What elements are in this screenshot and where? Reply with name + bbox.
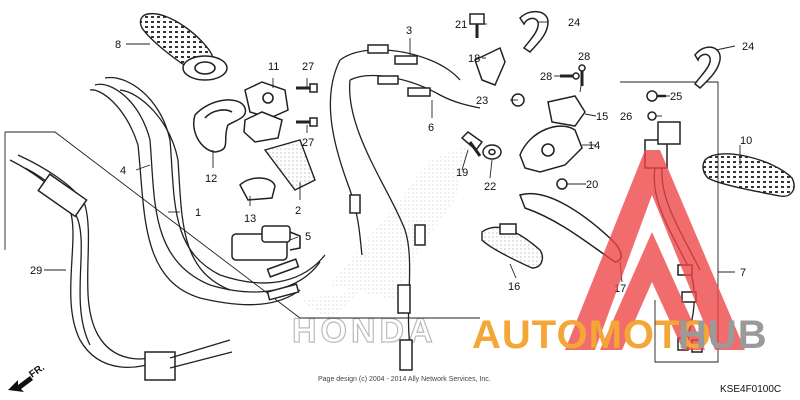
screw-28-a	[560, 72, 580, 80]
front-direction-arrow: FR.	[8, 362, 47, 392]
perch-16	[481, 223, 544, 269]
bolt-20	[469, 13, 485, 38]
part-label-3: 4	[120, 165, 126, 177]
switch-5	[231, 225, 301, 261]
part-label-22: 22	[484, 181, 496, 193]
part-label-8: 8	[115, 39, 121, 51]
part-label-1: 1	[195, 207, 201, 219]
part-label-28-a: 28	[540, 71, 552, 83]
part-label-29: 29	[30, 265, 42, 277]
part-label-21: 20	[586, 179, 598, 191]
screw-25	[646, 90, 666, 102]
honda-wing-logo	[300, 145, 470, 320]
part-label-28-b: 28	[578, 51, 590, 63]
cable-4-6	[329, 44, 481, 371]
watermark-triangle	[565, 150, 745, 350]
part-label-26: 26	[620, 111, 632, 123]
part-label-24-a: 24	[568, 17, 580, 29]
cover-2	[263, 139, 316, 191]
part-label-12: 12	[205, 173, 217, 185]
part-label-25: 25	[670, 91, 682, 103]
throttle-housing-12	[193, 99, 247, 153]
part-label-14: 14	[588, 140, 600, 152]
watermark-text-orange: AUTOMOTO	[472, 313, 712, 357]
screw-28-b	[578, 64, 586, 86]
part-label-16: 16	[508, 281, 520, 293]
bracket-18	[474, 46, 506, 86]
holder-15	[547, 95, 586, 127]
leader-lines	[44, 21, 741, 283]
band-24-right	[694, 46, 721, 90]
part-label-23: 23	[476, 95, 488, 107]
part-label-11: 11	[268, 61, 279, 73]
part-label-18: 18	[468, 53, 480, 65]
cable-29	[9, 154, 233, 381]
part-label-27-a: 27	[302, 61, 314, 73]
washer-26	[647, 111, 657, 121]
copyright-text: Page design (c) 2004 - 2014 Ally Network…	[318, 376, 491, 383]
throttle-cables	[89, 76, 326, 306]
clamp-11	[243, 81, 289, 143]
watermark-text: AUTOMOTO HUB	[472, 313, 768, 357]
throttle-grip-8	[139, 13, 228, 81]
diagram-code: KSE4F0100C	[720, 384, 781, 395]
part-labels: 8 11 27 27 12 4 1 2 13 5 29 3 6 21 18 24…	[30, 17, 754, 295]
part-label-24-b: 24	[742, 41, 754, 53]
left-grip-10	[702, 153, 795, 197]
part-label-10: 10	[740, 135, 752, 147]
watermark-text-gray: HUB	[678, 313, 768, 357]
part-label-19: 19	[456, 167, 468, 179]
part-label-6: 6	[428, 122, 434, 134]
part-label-2: 2	[295, 205, 301, 217]
part-label-13: 13	[244, 213, 256, 225]
nut-21	[556, 178, 568, 190]
group-frame-line	[5, 131, 480, 319]
part-label-4: 3	[406, 25, 412, 37]
part-label-7: 7	[740, 267, 746, 279]
boot-13	[239, 177, 276, 201]
part-label-15: 15	[596, 111, 608, 123]
bolt-19	[460, 131, 484, 157]
group-box-7	[620, 81, 719, 363]
washer-22	[482, 144, 502, 160]
part-label-27-b: 27	[302, 137, 314, 149]
band-24-upper	[519, 10, 549, 53]
part-label-5: 5	[305, 231, 311, 243]
lever-bracket-14	[519, 125, 583, 173]
bolt-27-lower	[296, 117, 318, 127]
bolt-27-upper	[296, 83, 318, 93]
part-label-20: 21	[455, 19, 467, 31]
